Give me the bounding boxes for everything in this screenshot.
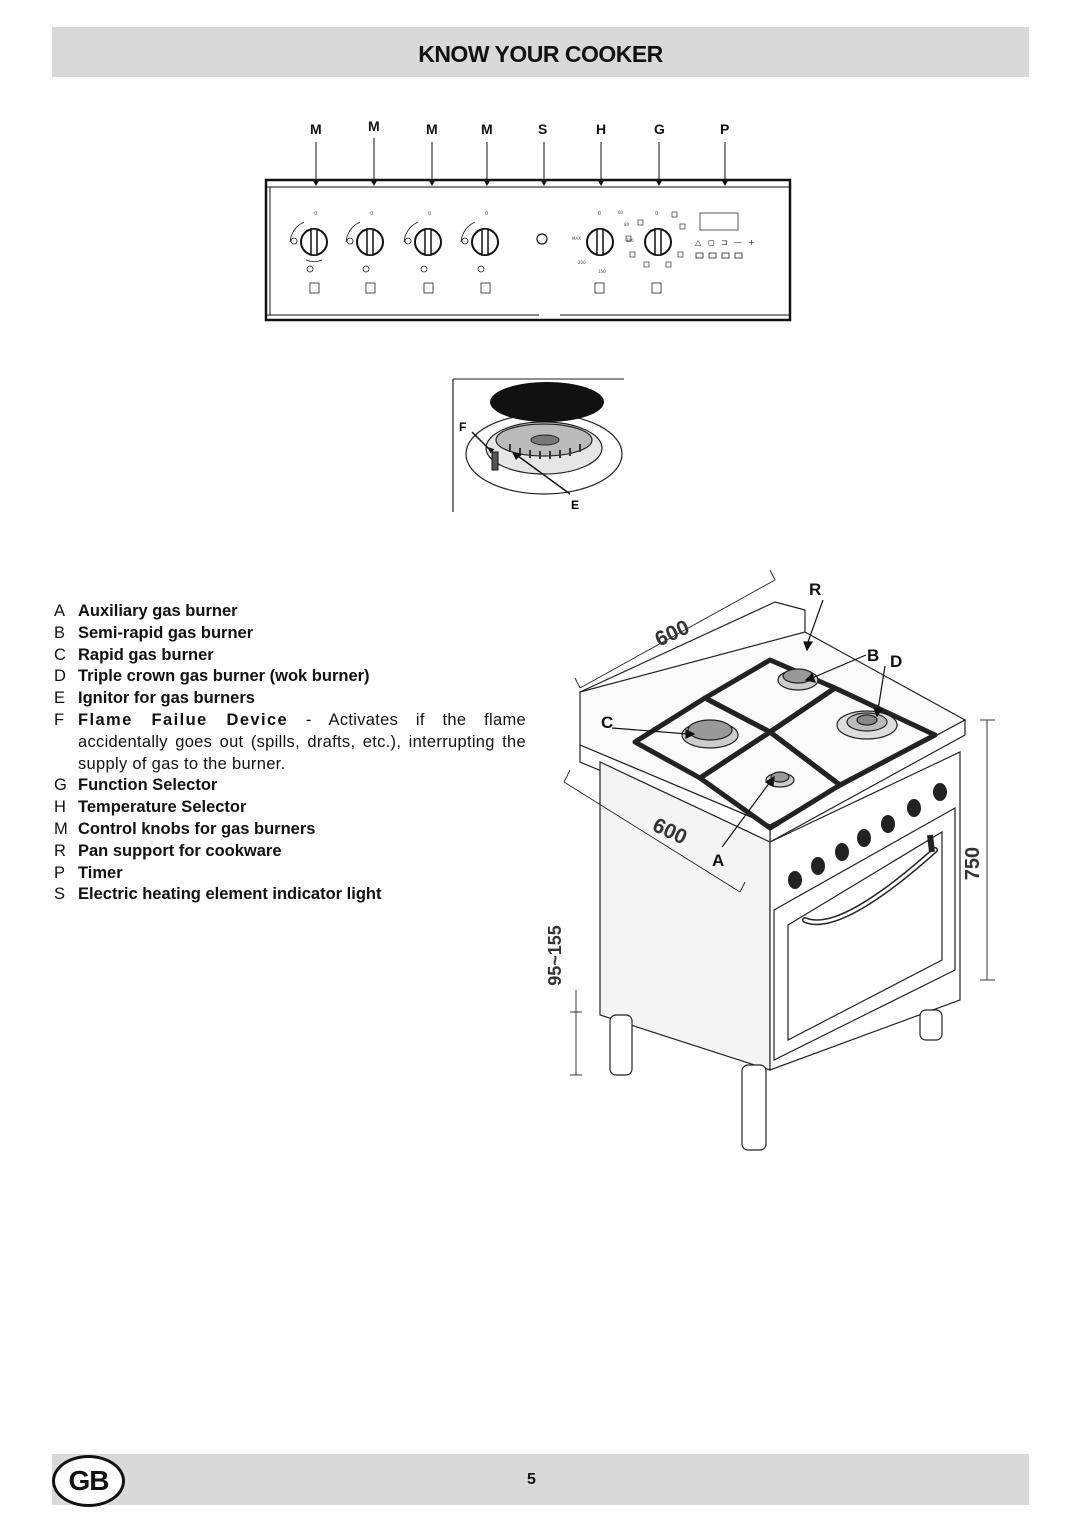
label-c: C xyxy=(601,713,614,732)
panel-label: G xyxy=(654,121,665,137)
panel-label: M xyxy=(481,121,493,137)
page-title: KNOW YOUR COOKER xyxy=(418,41,663,67)
svg-text:0: 0 xyxy=(598,211,601,217)
label-a: A xyxy=(712,851,725,870)
panel-label: M xyxy=(426,121,438,137)
flame-device-label: F xyxy=(459,420,466,434)
feet-dimension: 95~155 xyxy=(544,925,565,986)
svg-text:+: + xyxy=(748,238,755,247)
label-d: D xyxy=(890,652,903,671)
svg-text:△: △ xyxy=(695,238,702,247)
svg-text:200: 200 xyxy=(578,260,586,265)
svg-text:0: 0 xyxy=(314,211,317,217)
svg-text:0: 0 xyxy=(655,211,658,217)
svg-text:0: 0 xyxy=(428,211,431,217)
page-number: 5 xyxy=(527,1471,536,1488)
svg-text:150: 150 xyxy=(598,269,606,274)
title-bar: KNOW YOUR COOKER xyxy=(52,27,1029,77)
panel-label: H xyxy=(596,121,607,137)
ignitor-label: E xyxy=(571,498,579,512)
height-dimension: 750 xyxy=(962,846,985,881)
panel-label: P xyxy=(720,121,730,137)
svg-text:80: 80 xyxy=(624,222,630,227)
label-b: B xyxy=(867,646,880,665)
country-logo: GB xyxy=(52,1455,125,1507)
label-r: R xyxy=(809,580,822,599)
cooker-illustration xyxy=(563,570,995,1151)
panel-label: S xyxy=(538,121,548,137)
svg-text:◻: ◻ xyxy=(708,238,715,247)
svg-text:⊐: ⊐ xyxy=(721,238,728,247)
svg-text:MAX: MAX xyxy=(572,236,581,241)
timer: △ ◻ ⊐ — + xyxy=(695,212,755,259)
svg-text:0: 0 xyxy=(370,211,373,217)
gas-knobs xyxy=(289,221,499,273)
indicator-light xyxy=(536,233,548,245)
panel-label: M xyxy=(368,118,380,134)
footer-bar xyxy=(52,1454,1029,1505)
panel-label: M xyxy=(310,121,322,137)
burner-detail-diagram: F E xyxy=(452,378,624,512)
svg-text:0: 0 xyxy=(485,211,488,217)
svg-text:100: 100 xyxy=(626,238,634,243)
svg-text:—: — xyxy=(734,238,742,247)
svg-text:60: 60 xyxy=(618,210,624,215)
control-panel-diagram: MAX 200 150 60 80 100 △ ◻ ⊐ — + 0 0 0 0 0 0 xyxy=(264,138,792,322)
